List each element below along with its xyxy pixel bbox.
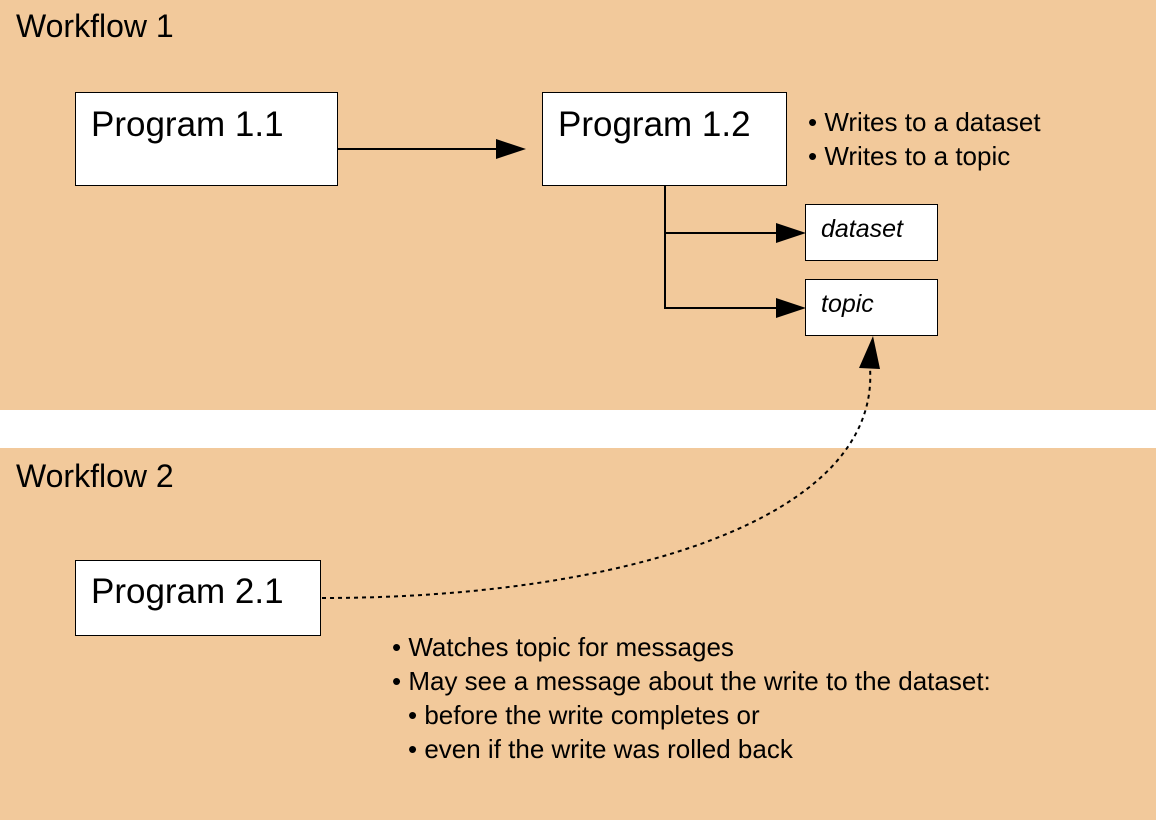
arrow-head-dataset — [776, 223, 806, 243]
arrow-head-watch — [859, 336, 880, 369]
dataset-label: dataset — [821, 215, 904, 243]
program-1-2-label: Program 1.2 — [558, 105, 751, 144]
program-2-1-box: Program 2.1 — [75, 560, 321, 636]
program-1-2-notes: • Writes to a dataset • Writes to a topi… — [808, 105, 1041, 173]
program-1-2-note-2: • Writes to a topic — [808, 141, 1011, 171]
program-2-1-subnote-2: • even if the write was rolled back — [408, 734, 793, 764]
workflow-1-panel: Workflow 1 — [0, 0, 1156, 410]
program-1-1-label: Program 1.1 — [91, 105, 284, 144]
workflow-1-title: Workflow 1 — [16, 8, 174, 44]
program-1-1-box: Program 1.1 — [75, 92, 338, 186]
program-2-1-notes: • Watches topic for messages • May see a… — [392, 630, 991, 766]
program-2-1-label: Program 2.1 — [91, 572, 284, 611]
program-2-1-subnote-1: • before the write completes or — [408, 700, 760, 730]
program-1-2-note-1: • Writes to a dataset — [808, 107, 1041, 137]
topic-box: topic — [805, 279, 938, 336]
arrow-head-program-1-2 — [496, 139, 526, 159]
topic-label: topic — [821, 290, 874, 318]
program-1-2-box: Program 1.2 — [542, 92, 787, 186]
program-2-1-note-2: • May see a message about the write to t… — [392, 666, 991, 696]
dataset-box: dataset — [805, 204, 938, 261]
arrow-head-topic — [776, 298, 806, 318]
dotted-watch-arrow — [321, 367, 872, 599]
program-2-1-note-1: • Watches topic for messages — [392, 632, 734, 662]
workflow-2-title: Workflow 2 — [16, 458, 174, 494]
